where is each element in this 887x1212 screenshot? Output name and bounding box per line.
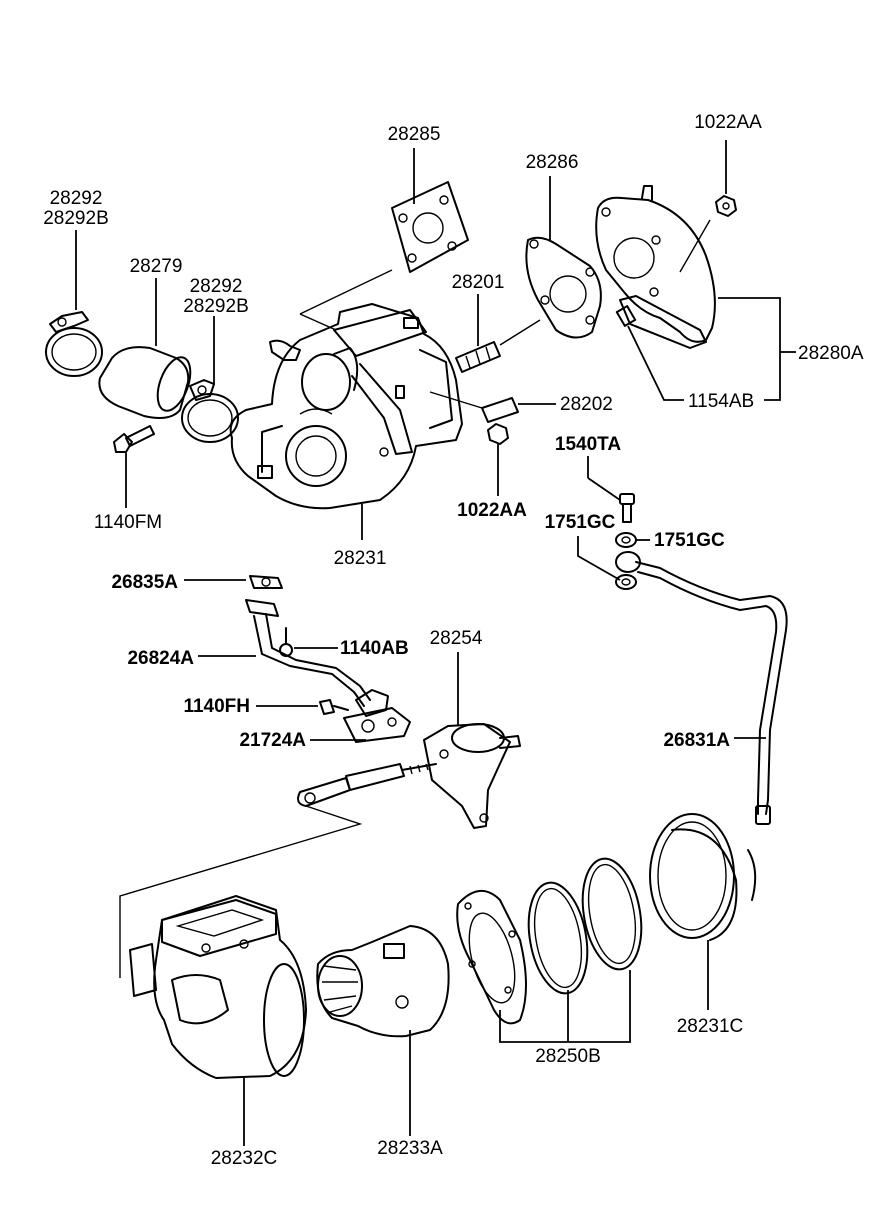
part-28292-clamp-left	[45, 230, 103, 377]
part-28292-clamp-right	[181, 316, 239, 443]
label-28285: 28285	[388, 124, 441, 145]
part-28233A-center-housing	[316, 925, 450, 1136]
part-28285-gasket	[391, 148, 469, 273]
label-28231C: 28231C	[677, 1016, 744, 1037]
part-26835A-gasket	[184, 575, 283, 589]
part-28231-turbo-body	[229, 303, 463, 540]
part-1540TA-bolt	[587, 456, 635, 523]
part-1751GC-washer-upper	[615, 532, 650, 548]
label-28292-right: 28292	[190, 276, 243, 297]
label-28232C: 28232C	[211, 1148, 278, 1169]
part-1140FM-bolt	[113, 425, 155, 508]
label-1751GC-right: 1751GC	[654, 530, 725, 551]
label-28250B: 28250B	[535, 1046, 601, 1067]
label-28231: 28231	[334, 548, 387, 569]
part-26824A-oil-pipe	[198, 599, 389, 717]
label-1140FH: 1140FH	[183, 696, 250, 717]
label-28233A: 28233A	[377, 1138, 443, 1159]
label-1140FM: 1140FM	[94, 512, 162, 533]
part-1751GC-washer-lower	[577, 536, 637, 590]
part-28250B-plate-and-rings	[456, 857, 643, 1043]
part-26831A-oil-line	[615, 551, 788, 825]
part-1140FH-bolt	[256, 699, 349, 715]
label-1022AA-bottom: 1022AA	[457, 500, 527, 521]
label-28202: 28202	[560, 394, 613, 415]
part-1022AA-nut-bottom	[487, 423, 509, 496]
part-28231C-v-band-clamp	[649, 813, 757, 1010]
part-28201-stud	[455, 294, 501, 373]
label-26824A: 26824A	[127, 648, 194, 669]
label-1022AA-top: 1022AA	[694, 112, 762, 133]
label-1540TA: 1540TA	[555, 434, 621, 455]
label-28292-left: 28292	[50, 188, 103, 209]
label-28279: 28279	[130, 256, 183, 277]
label-1751GC-left: 1751GC	[545, 512, 616, 533]
label-28254: 28254	[430, 628, 483, 649]
part-28280A-elbow	[595, 185, 796, 401]
label-28286: 28286	[526, 152, 579, 173]
part-1140AB-bolt	[279, 627, 338, 657]
part-1022AA-nut-top	[715, 140, 737, 217]
label-1154AB: 1154AB	[688, 391, 754, 412]
label-28201: 28201	[452, 272, 505, 293]
part-28286-gasket	[525, 176, 602, 339]
label-28280A: 28280A	[798, 343, 864, 364]
label-28292B-right: 28292B	[183, 296, 249, 317]
alignment-lines-bottom	[119, 805, 363, 978]
part-28232C-compressor-housing	[129, 895, 307, 1146]
part-28279-hose	[98, 278, 192, 419]
part-28254-actuator	[297, 652, 521, 829]
label-21724A: 21724A	[239, 730, 306, 751]
part-21724A-gasket	[310, 707, 411, 743]
label-26835A: 26835A	[111, 572, 178, 593]
label-28292B-left: 28292B	[43, 208, 109, 229]
label-26831A: 26831A	[663, 730, 730, 751]
label-1140AB: 1140AB	[340, 638, 409, 659]
alignment-lines-top	[299, 219, 711, 409]
part-28202-stud	[481, 397, 556, 423]
